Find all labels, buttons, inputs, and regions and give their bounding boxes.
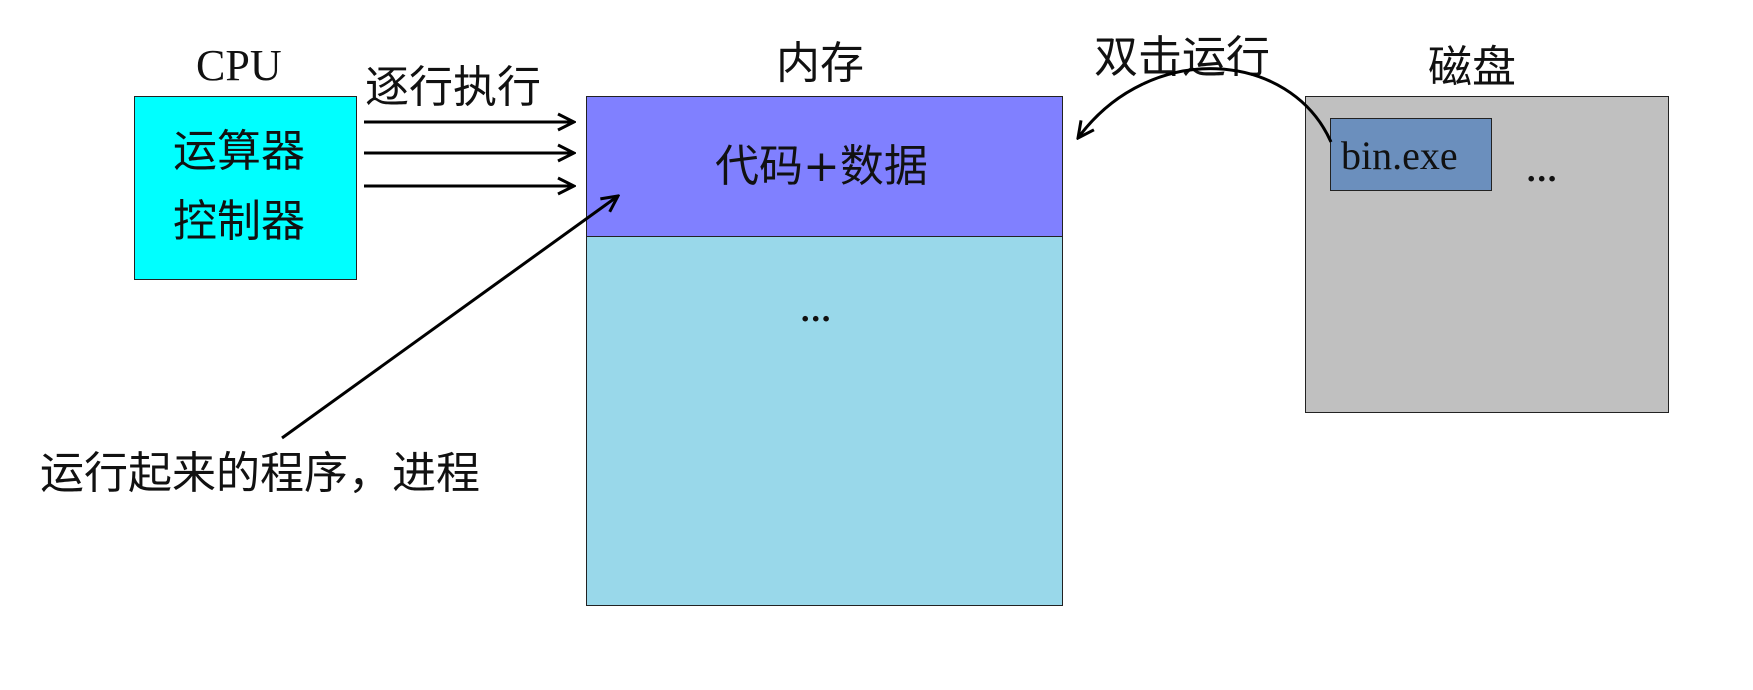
memory-title: 内存 (776, 38, 864, 89)
cpu-alu-label: 运算器 (173, 126, 305, 177)
disk-title: 磁盘 (1428, 42, 1516, 93)
process-pointer-arrow (281, 196, 618, 440)
cpu-box: 运算器 控制器 (134, 96, 357, 280)
load-from-disk-arrow (1078, 67, 1333, 143)
execute-line-by-line-label: 逐行执行 (365, 62, 541, 113)
running-process-label: 运行起来的程序，进程 (40, 448, 480, 499)
bin-exe-file[interactable]: bin.exe (1330, 118, 1492, 191)
cpu-title: CPU (196, 41, 282, 90)
cpu-control-unit-label: 控制器 (173, 196, 305, 247)
memory-ellipsis: ... (800, 294, 832, 329)
memory-other-section: ... (586, 236, 1063, 606)
disk-ellipsis: ... (1526, 154, 1558, 189)
memory-code-data-section: 代码+数据 (586, 96, 1063, 238)
memory-code-data-label: 代码+数据 (715, 141, 928, 192)
bin-exe-label: bin.exe (1341, 133, 1458, 178)
disk-box: bin.exe ... (1305, 96, 1669, 413)
